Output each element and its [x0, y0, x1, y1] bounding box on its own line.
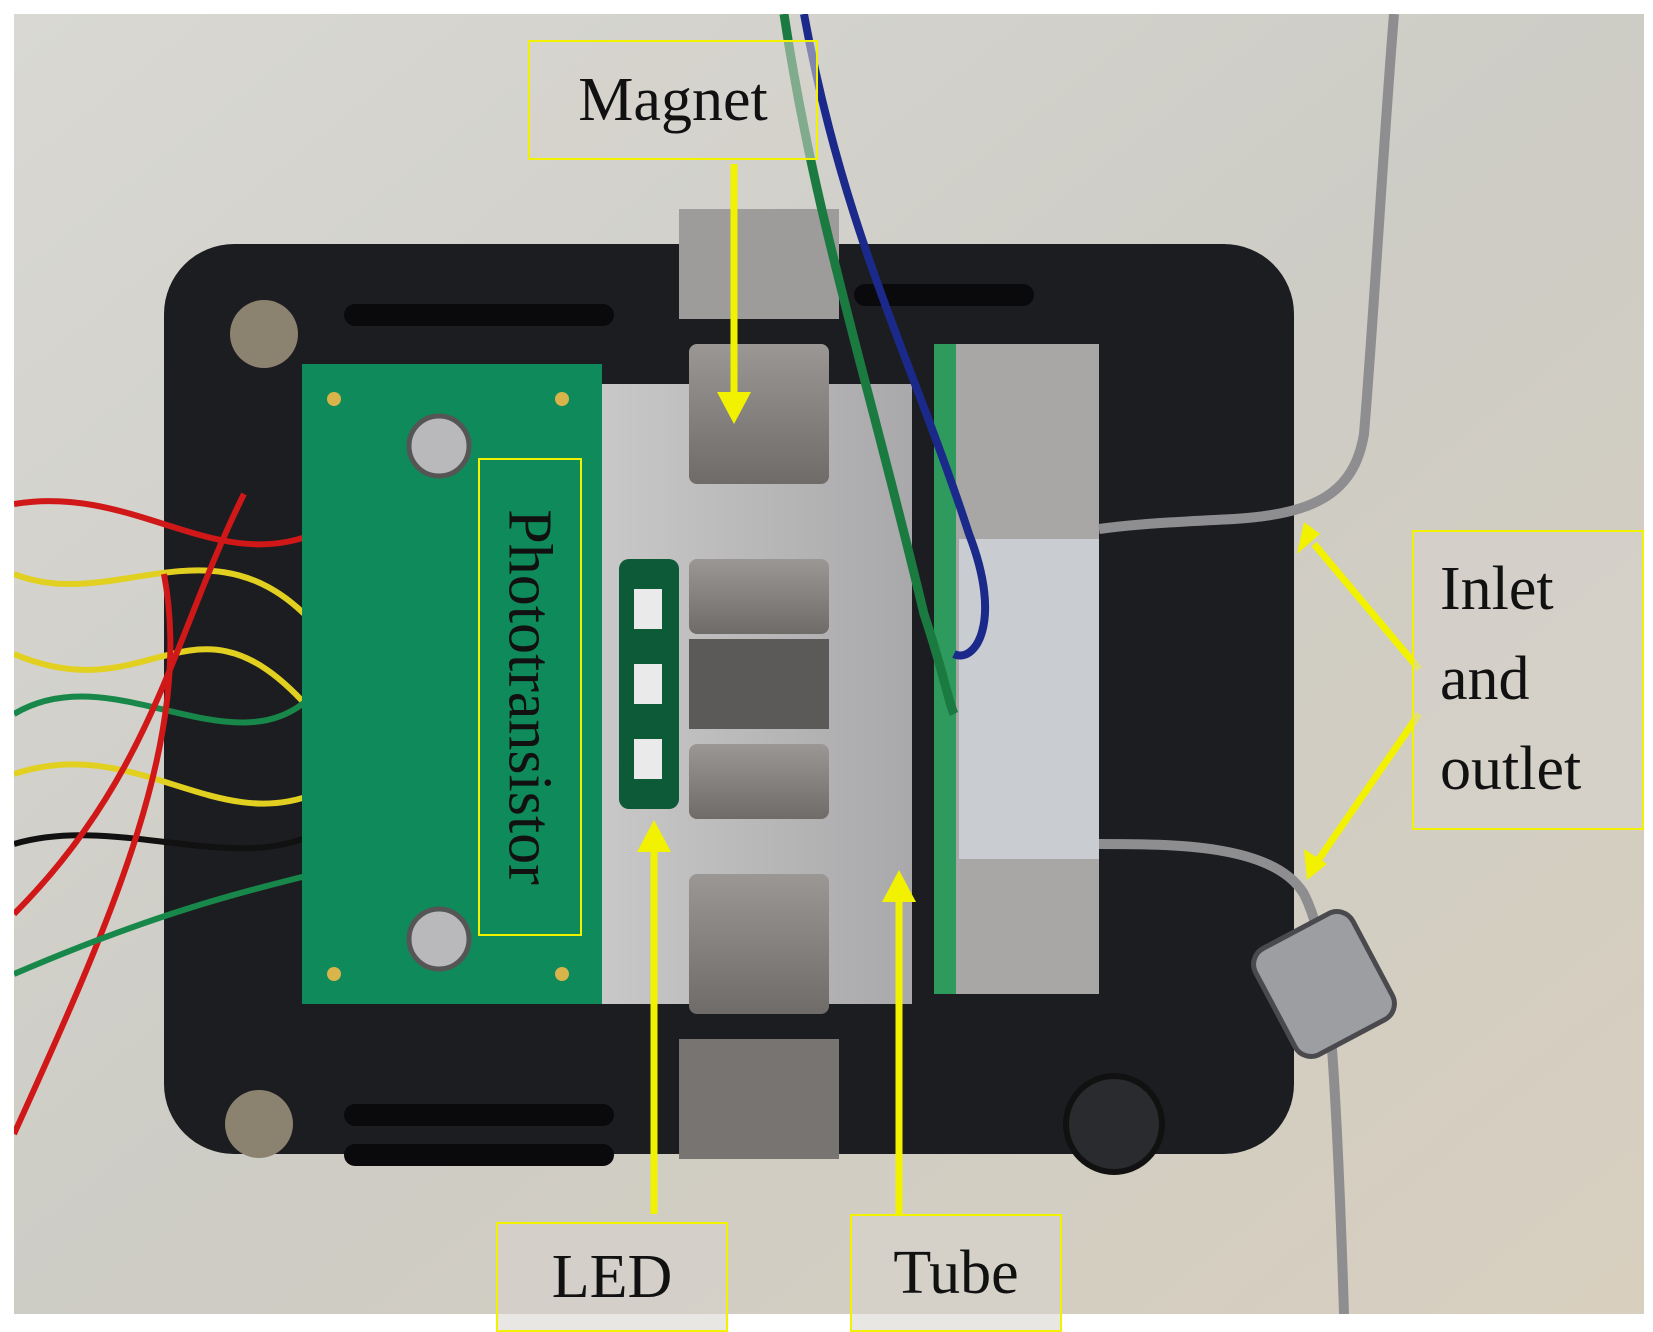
led-label-text: LED: [551, 1243, 673, 1311]
mount-hole: [225, 1090, 293, 1158]
magnet-block: [689, 874, 829, 1014]
device-photo: [14, 14, 1644, 1314]
magnet-block: [679, 1039, 839, 1159]
pcb-screw: [406, 413, 472, 479]
annotation-arrows: [637, 164, 1422, 1214]
inlet-label-text: Inlet: [1440, 555, 1554, 624]
inlet-tube: [1098, 14, 1399, 534]
tube-label-text: Tube: [893, 1239, 1019, 1307]
mount-slot: [854, 284, 1034, 306]
magnet-block: [689, 559, 829, 634]
mount-slot: [344, 304, 614, 326]
inlet-outlet-label: Inlet and outlet: [1412, 530, 1644, 830]
tube-label: Tube: [850, 1214, 1062, 1332]
mount-hole: [230, 300, 298, 368]
led-label: LED: [496, 1222, 728, 1332]
phototransistor-label-text: Phototransistor: [496, 509, 565, 885]
outlet-tube: [1098, 839, 1349, 1314]
mount-slot: [344, 1144, 614, 1166]
mount-slot: [344, 1104, 614, 1126]
wire-bundle: [14, 492, 317, 1136]
magnet-block: [689, 744, 829, 819]
magnet-block: [679, 209, 839, 319]
and-label-text: and: [1440, 645, 1530, 714]
mount-screw: [1063, 1073, 1165, 1175]
tube-fitting: [1251, 909, 1397, 1059]
magnet-label: Magnet: [528, 40, 818, 160]
magnet-label-text: Magnet: [578, 66, 768, 134]
outlet-label-text: outlet: [1440, 734, 1582, 803]
pcb-screw: [406, 906, 472, 972]
blue-wire: [800, 14, 990, 660]
phototransistor-label: Phototransistor: [478, 458, 582, 936]
magnet-block: [689, 639, 829, 729]
magnet-block: [689, 344, 829, 484]
